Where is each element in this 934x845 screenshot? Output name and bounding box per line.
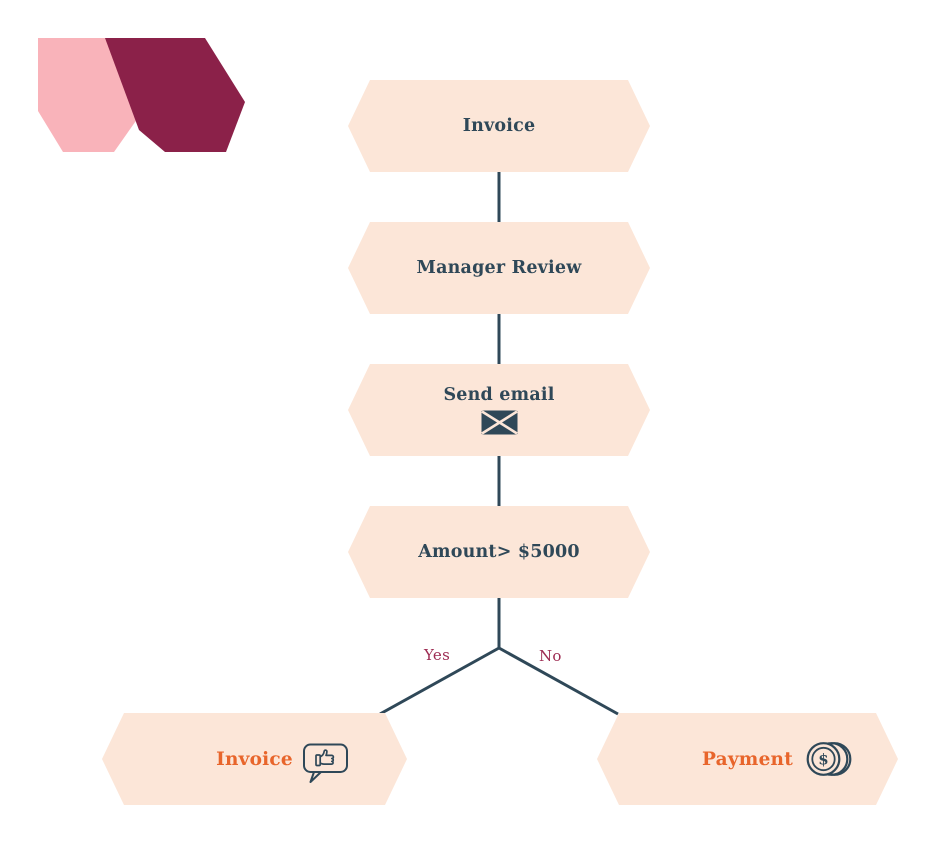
node-invoice-approved-label: Invoice [216, 748, 293, 770]
envelope-icon [481, 410, 518, 435]
thumbs-up-speech-bubble-icon [302, 735, 349, 783]
node-invoice-approved[interactable]: Invoice [102, 713, 407, 805]
branch-yes-label: Yes [424, 646, 451, 664]
node-payment[interactable]: Payment $ [597, 713, 898, 805]
two-hexagon-logo [38, 38, 245, 152]
coins-icon: $ [805, 739, 852, 779]
branch-no-label: No [539, 647, 562, 665]
node-invoice-label: Invoice [462, 115, 536, 136]
node-manager-review-label: Manager Review [416, 257, 582, 278]
connector-branch-yes [379, 646, 500, 716]
node-decision-amount[interactable]: Amount> $5000 [348, 506, 650, 598]
node-send-email[interactable]: Send email [348, 364, 650, 456]
node-invoice[interactable]: Invoice [348, 80, 650, 172]
connector-branch-no [498, 646, 619, 716]
node-payment-label: Payment [702, 748, 793, 770]
node-decision-label: Amount> $5000 [418, 541, 580, 562]
node-manager-review[interactable]: Manager Review [348, 222, 650, 314]
node-send-email-label: Send email [443, 385, 555, 406]
svg-text:$: $ [818, 751, 828, 769]
logo-maroon-hexagon [105, 38, 245, 152]
